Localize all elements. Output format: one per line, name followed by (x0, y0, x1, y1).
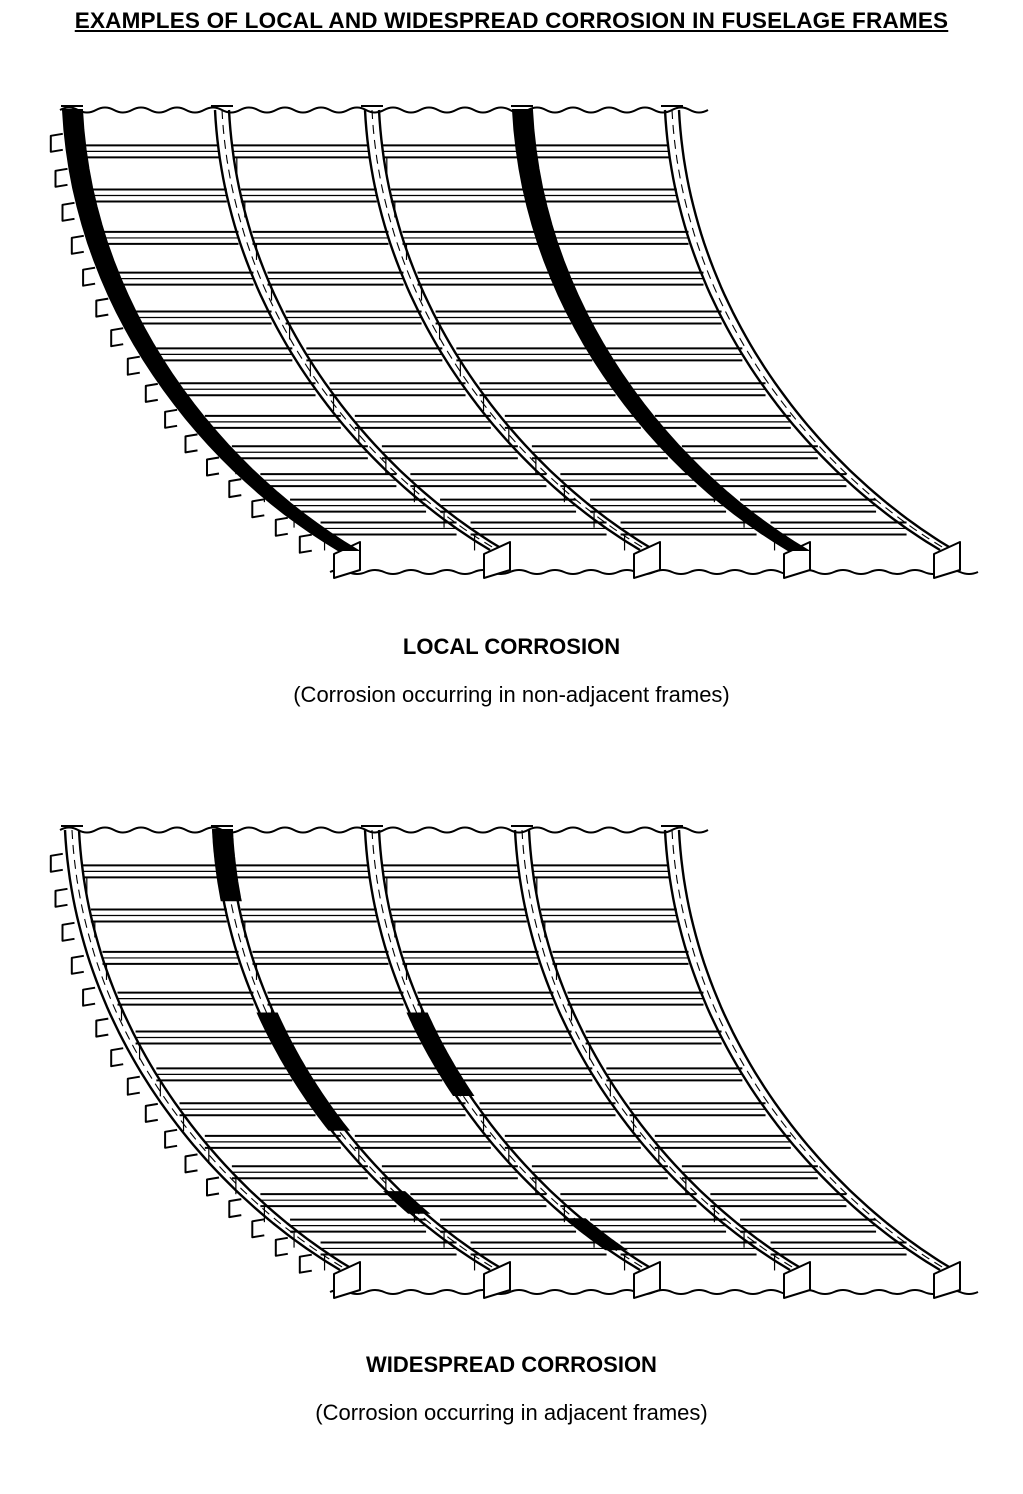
local-corrosion-marks (61, 109, 811, 551)
widespread-corrosion-diagram (0, 800, 1023, 1360)
widespread-frame-4-end (933, 1261, 961, 1299)
local-frame-4-rivet-line (671, 109, 948, 551)
local-frame-2-rivet-line (371, 109, 648, 551)
widespread-frame-0-inner-flange (63, 829, 341, 1272)
local-outer-scallops (49, 132, 312, 554)
widespread-corrosion-region-2 (383, 1191, 431, 1214)
widespread-line-art (49, 825, 979, 1299)
widespread-frame-0-outer-flange (77, 829, 355, 1272)
widespread-frame-1-end (483, 1261, 511, 1299)
page-title: EXAMPLES OF LOCAL AND WIDESPREAD CORROSI… (74, 8, 949, 33)
widespread-corrosion-frames-drawing (49, 825, 979, 1299)
widespread-corrosion-region-3 (406, 1012, 475, 1096)
widespread-frame-4-rivet-line (671, 829, 948, 1271)
local-frame-4-outer-flange (677, 109, 955, 552)
local-frame-2-inner-flange (363, 109, 641, 552)
widespread-corrosion-region-4 (563, 1218, 629, 1251)
local-frame-0-outer-flange (77, 109, 355, 552)
local-corrosion-region-1 (511, 109, 811, 551)
widespread-upper-skin-edge (59, 826, 709, 834)
widespread-frame-3-inner-flange (513, 829, 791, 1272)
local-corrosion-caption: LOCAL CORROSION (402, 634, 621, 659)
widespread-frame-1-rivet-line (221, 829, 498, 1271)
local-corrosion-description: (Corrosion occurring in non-adjacent fra… (293, 682, 730, 707)
widespread-frame-1-outer-flange (227, 829, 505, 1272)
widespread-frame-2-end (633, 1261, 661, 1299)
local-frame-0-inner-flange (63, 109, 341, 552)
widespread-frame-3-rivet-line (521, 829, 798, 1271)
local-line-art (49, 105, 979, 579)
widespread-frame-1-inner-flange (213, 829, 491, 1272)
local-frame-2-end (633, 541, 661, 579)
widespread-frame-4-inner-flange (663, 829, 941, 1272)
local-upper-skin-edge (59, 106, 709, 114)
local-frame-1-rivet-line (221, 109, 498, 551)
local-frame-3-outer-flange (527, 109, 805, 552)
widespread-corrosion-caption: WIDESPREAD CORROSION (366, 1352, 657, 1377)
local-corrosion-diagram (0, 80, 1023, 640)
widespread-corrosion-region-1 (256, 1012, 351, 1131)
widespread-frame-0-rivet-line (71, 829, 348, 1271)
local-frame-1-outer-flange (227, 109, 505, 552)
local-corrosion-region-0 (61, 109, 361, 551)
widespread-outer-scallops (49, 852, 312, 1274)
widespread-frame-2-outer-flange (377, 829, 655, 1272)
local-frame-1-end (483, 541, 511, 579)
widespread-corrosion-region-0 (211, 829, 242, 902)
widespread-frame-0-end (333, 1261, 361, 1299)
local-corrosion-frames-drawing (49, 105, 979, 579)
widespread-frame-3-end (783, 1261, 811, 1299)
local-frame-2-outer-flange (377, 109, 655, 552)
local-frame-4-inner-flange (663, 109, 941, 552)
local-frame-1-inner-flange (213, 109, 491, 552)
widespread-frame-3-outer-flange (527, 829, 805, 1272)
local-frame-3-inner-flange (513, 109, 791, 552)
widespread-frame-4-outer-flange (677, 829, 955, 1272)
widespread-corrosion-description: (Corrosion occurring in adjacent frames) (315, 1400, 708, 1425)
local-frame-4-end (933, 541, 961, 579)
widespread-corrosion-marks (211, 829, 629, 1251)
